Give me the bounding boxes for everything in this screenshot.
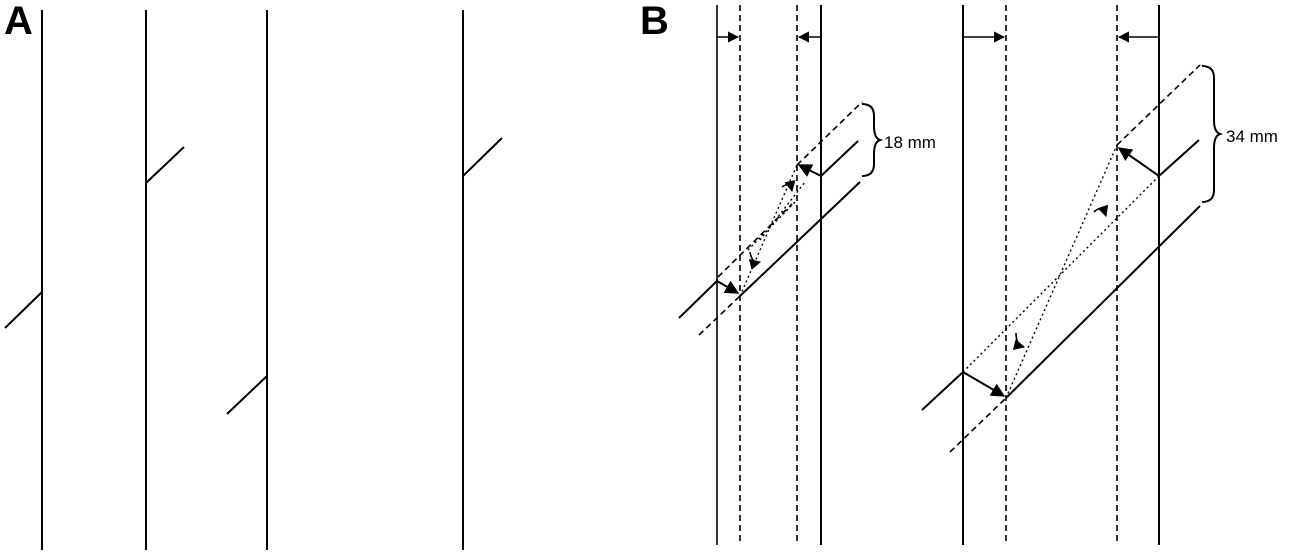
panel-b-wide-figure: 34 mm (921, 5, 1278, 545)
panel-b-letter: B (640, 0, 669, 43)
dashed-extension-upper (796, 101, 863, 166)
dotted-crossline-1 (962, 175, 1160, 373)
dashed-extension-lower (949, 397, 1007, 453)
oblique-segment-lower (678, 280, 718, 319)
perpendicular-arrow-upper (797, 164, 822, 177)
dotted-diagonal-1 (739, 164, 798, 297)
dotted-diagonal-2 (747, 199, 798, 251)
perpendicular-arrow-lower (962, 371, 1006, 397)
curly-brace (1201, 65, 1224, 203)
panel-a-stimulus-3 (226, 10, 268, 550)
dashed-extension-lower-b (717, 203, 793, 278)
panel-b: B 18 mm (640, 0, 1278, 545)
dimension-label: 34 mm (1226, 127, 1278, 146)
panel-a-stimulus-1 (4, 10, 43, 550)
oblique-segment (145, 146, 185, 184)
dotted-diagonal-3 (759, 181, 806, 241)
perpendicular-arrow-upper (1117, 147, 1160, 177)
parallel-line (739, 181, 861, 297)
oblique-segment (4, 291, 43, 329)
perpendicular-arrow-lower (716, 280, 740, 294)
curly-brace (861, 103, 884, 177)
oblique-segment-upper (820, 140, 859, 177)
oblique-segment (462, 137, 503, 177)
angle-arc-lower (748, 251, 762, 270)
dashed-extension-lower-a (698, 295, 741, 336)
angle-arc-upper (781, 180, 796, 193)
oblique-segment (226, 375, 268, 415)
angle-arc-lower (1012, 332, 1026, 350)
oblique-segment-lower (921, 371, 964, 411)
angle-arc-upper (1093, 204, 1109, 218)
parallel-line (1005, 205, 1201, 399)
panel-a-stimulus-4 (462, 10, 503, 550)
dimension-label: 18 mm (884, 133, 936, 152)
panel-a: A (4, 0, 503, 550)
panel-a-letter: A (4, 0, 33, 43)
panel-b-narrow-figure: 18 mm (678, 5, 936, 545)
oblique-segment-upper (1158, 139, 1200, 177)
dotted-crossline-2 (1005, 144, 1118, 399)
panel-a-stimulus-2 (145, 10, 185, 550)
